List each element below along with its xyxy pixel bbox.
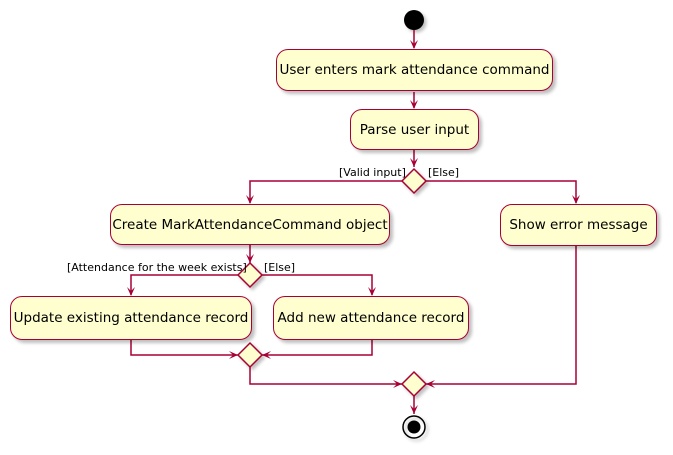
guard-valid-input: [Valid input] [339, 166, 406, 179]
line-error-to-merge1 [426, 246, 577, 385]
arrowhead-merge2-left [229, 351, 238, 359]
arrowhead-merge2-right [262, 351, 271, 359]
arrowhead-parse [410, 100, 418, 109]
arrowhead-merge1-right [426, 380, 435, 388]
decision-valid-input [400, 167, 428, 195]
flow-lines [130, 30, 577, 414]
line-add-to-merge2 [262, 340, 373, 356]
action-create-command: Create MarkAttendanceCommand object [110, 204, 390, 245]
arrowhead-merge1-left [393, 380, 402, 388]
arrowhead-update [127, 287, 135, 296]
merge-final [400, 370, 428, 398]
start-node [404, 10, 424, 30]
action-parse-input: Parse user input [350, 109, 479, 150]
arrowheads [127, 40, 580, 414]
decision-attendance-exists [236, 261, 264, 289]
guard-else-1: [Else] [428, 166, 460, 179]
guard-else-2: [Else] [264, 261, 296, 274]
merge-record [236, 341, 264, 369]
arrowhead-decision1 [410, 158, 418, 167]
action-enter-command: User enters mark attendance command [276, 49, 553, 91]
line-decision2-right [262, 274, 373, 295]
action-show-error: Show error message [500, 204, 657, 246]
line-decision1-left [249, 180, 402, 203]
diamonds [236, 167, 428, 398]
line-decision1-right [426, 180, 577, 203]
arrowhead-error [572, 195, 580, 204]
line-merge2-to-merge1 [249, 367, 402, 385]
end-node [402, 415, 426, 439]
action-add-record: Add new attendance record [273, 296, 469, 340]
arrowhead-create [246, 195, 254, 204]
guard-week-exists: [Attendance for the week exists] [67, 261, 247, 274]
arrowhead-add [368, 287, 376, 296]
arrowhead-end [410, 405, 418, 414]
arrowhead-enter [410, 40, 418, 49]
arrowhead-decision2 [246, 254, 254, 263]
action-update-record: Update existing attendance record [10, 296, 252, 340]
line-update-to-merge2 [130, 340, 238, 356]
line-decision2-left [130, 274, 238, 295]
